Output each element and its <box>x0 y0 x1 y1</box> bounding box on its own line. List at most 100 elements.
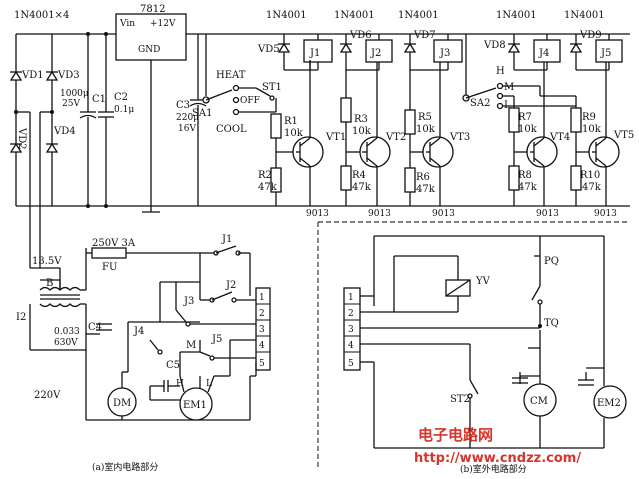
fu-label: FU <box>102 262 117 273</box>
r9-value: 10k <box>582 124 602 135</box>
r8-value: 47k <box>518 182 538 193</box>
vd5-label: VD5 <box>257 44 280 55</box>
watermark: 电子电路网 http://www.cndzz.com/ <box>414 426 581 466</box>
indoor-ac-section: 13.5V B I2 250V 3A FU C4 0.033 630V 220V <box>16 234 271 473</box>
tb-a-1: 1 <box>259 293 265 303</box>
tb-b-1: 1 <box>348 293 354 303</box>
tb-a-3: 3 <box>259 325 265 335</box>
vd5-part: 1N4001 <box>266 10 307 21</box>
vd6-label: VD6 <box>349 30 372 41</box>
r7-label: R7 <box>518 112 532 123</box>
vd3-label: VD3 <box>57 70 80 81</box>
reg-out-label: +12V <box>150 19 176 29</box>
j1-label: J1 <box>309 48 320 59</box>
regulator-7812: 7812 Vin +12V GND C3 220μ 16V <box>115 4 207 213</box>
switch-sa1-st1: HEAT OFF COOL SA1 ST1 <box>192 34 282 135</box>
c4-value-2: 630V <box>54 338 78 348</box>
vd9-part: 1N4001 <box>564 10 605 21</box>
stage-1: R1 10k R2 47k VT1 9013 <box>258 60 346 219</box>
heat-label: HEAT <box>216 70 246 81</box>
vd7-part: 1N4001 <box>398 10 439 21</box>
vd2-label: VD2 <box>16 127 27 150</box>
vd7-label: VD7 <box>413 30 436 41</box>
diode-vd1 <box>9 70 23 81</box>
vt2-label: VT2 <box>385 132 406 143</box>
h-label: H <box>496 66 505 77</box>
tb-b-4: 4 <box>348 341 354 351</box>
vt3-type: 9013 <box>432 209 455 219</box>
cool-label: COOL <box>216 124 247 135</box>
r3-label: R3 <box>354 114 368 125</box>
watermark-title: 电子电路网 <box>418 426 493 444</box>
r4-value: 47k <box>352 182 372 193</box>
vt2-type: 9013 <box>368 209 391 219</box>
j4-label: J4 <box>538 48 549 59</box>
stage-3: R5 10k R6 47k VT3 9013 <box>404 60 470 219</box>
vt5-label: VT5 <box>613 130 634 141</box>
r8-label: R8 <box>518 170 532 181</box>
c2-value: 0.1μ <box>114 105 134 115</box>
tb-a-4: 4 <box>259 341 265 351</box>
r9-label: R9 <box>582 112 596 123</box>
st2-label: ST2 <box>450 394 470 405</box>
r1-value: 10k <box>284 128 304 139</box>
diode-vd2 <box>9 142 23 153</box>
em2-label: EM2 <box>597 398 621 409</box>
outdoor-section: 1 2 3 4 5 YV PQ TQ <box>343 235 627 475</box>
r10-value: 47k <box>582 182 602 193</box>
vd6-part: 1N4001 <box>334 10 375 21</box>
vd8-part: 1N4001 <box>496 10 537 21</box>
c2-label: C2 <box>114 92 128 103</box>
r7-value: 10k <box>518 124 538 135</box>
j3-label: J3 <box>439 48 450 59</box>
pq-label: PQ <box>544 256 559 267</box>
j2-label: J2 <box>370 48 381 59</box>
j3-contact-label: J3 <box>183 296 194 307</box>
r6-label: R6 <box>416 172 430 183</box>
r5-value: 10k <box>416 124 436 135</box>
c1-value-1: 1000μ <box>60 89 89 99</box>
c5-label: C5 <box>166 360 180 371</box>
diode-vd4 <box>45 142 59 153</box>
r5-label: R5 <box>418 112 432 123</box>
cm-label: CM <box>530 396 548 407</box>
stage-5: R9 10k R10 47k VT5 9013 <box>570 60 634 219</box>
yv-label: YV <box>475 276 491 287</box>
v220-label: 220V <box>34 390 61 401</box>
c4-label: C4 <box>88 322 102 333</box>
j2-contact-label: J2 <box>225 280 236 291</box>
relay-bank: 1N4001 1N4001 1N4001 1N4001 1N4001 VD5 J… <box>257 10 623 71</box>
b-label: B <box>46 278 53 289</box>
m-tap-label: M <box>186 340 196 351</box>
tb-b-3: 3 <box>348 325 354 335</box>
off-label: OFF <box>240 96 260 106</box>
vd1-label: VD1 <box>21 70 44 81</box>
reg-title: 7812 <box>140 4 165 15</box>
dm-label: DM <box>113 398 131 409</box>
tb-b-5: 5 <box>348 359 354 369</box>
tb-b-2: 2 <box>348 309 354 319</box>
vd9-label: VD9 <box>579 30 602 41</box>
rectifier-section: 1N4001×4 VD1 VD2 VD3 VD4 C1 <box>9 10 630 268</box>
r1-label: R1 <box>284 116 298 127</box>
c1-label: C1 <box>92 94 106 105</box>
reg-in-label: Vin <box>119 19 135 29</box>
r2-value: 47k <box>258 182 278 193</box>
v135-label: 13.5V <box>32 256 62 267</box>
sa1-label: SA1 <box>192 108 212 119</box>
switch-sa2: H M L SA2 <box>462 34 576 111</box>
r10-label: R10 <box>580 170 600 181</box>
c1-value-2: 25V <box>62 99 80 109</box>
m-label: M <box>504 82 514 93</box>
caption-a: (a)室内电路部分 <box>92 461 158 473</box>
c4-value-1: 0.033 <box>54 327 80 337</box>
r6-value: 47k <box>416 184 436 195</box>
h-tap-label: H <box>176 379 184 389</box>
vt4-type: 9013 <box>536 209 559 219</box>
bridge-label: 1N4001×4 <box>14 10 69 21</box>
outdoor-boundary <box>317 221 630 470</box>
c3-value-1: 220μ <box>176 113 199 123</box>
r4-label: R4 <box>352 170 366 181</box>
vt4-label: VT4 <box>549 132 570 143</box>
